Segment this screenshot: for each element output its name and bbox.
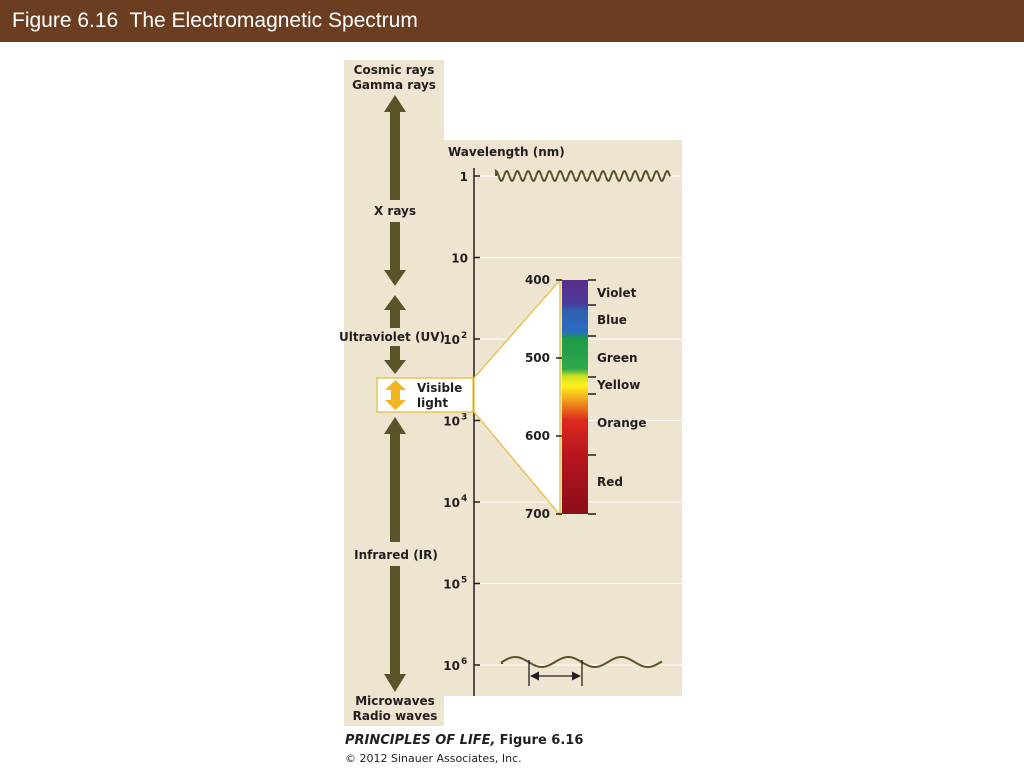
spectrum-nm-tick: 500 (525, 351, 562, 365)
short-wavelength-wave (495, 168, 671, 183)
spectrum-nm-tick: 600 (525, 429, 562, 443)
label-radio-waves: Radio waves (353, 709, 438, 723)
arrow-uv-down (384, 346, 406, 374)
wavelength-tick-label: 10 (443, 659, 460, 673)
book-title: PRINCIPLES OF LIFE, (345, 733, 496, 748)
copyright: © 2012 Sinauer Associates, Inc. (345, 752, 522, 765)
arrow-uv-up (384, 295, 406, 328)
wavelength-tick-exponent: 2 (461, 331, 467, 341)
wavelength-tick-exponent: 5 (461, 576, 467, 586)
wavelength-tick-label: 10 (443, 578, 460, 592)
wavelength-tick-label: 10 (443, 415, 460, 429)
wavelength-tick-label: 10 (443, 496, 460, 510)
spectrum-nm-label: 400 (525, 273, 550, 287)
title-bar: Figure 6.16 The Electromagnetic Spectrum (0, 0, 1024, 42)
spectrum-nm-label: 600 (525, 429, 550, 443)
wavelength-tick-label: 10 (443, 333, 460, 347)
wavelength-tick-exponent: 6 (461, 657, 467, 667)
label-ultraviolet: Ultraviolet (UV) (339, 330, 445, 344)
color-band-label: Orange (597, 416, 647, 430)
arrow-ir-down (384, 566, 406, 692)
arrow-gamma-xray (384, 95, 406, 200)
spectrum-nm-label: 500 (525, 351, 550, 365)
visible-zoom-wedge (473, 278, 561, 518)
arrow-ir-up (384, 417, 406, 542)
wavelength-axis-title: Wavelength (nm) (448, 145, 565, 159)
figure-number: Figure 6.16 (499, 733, 584, 748)
label-visible: Visible (417, 381, 462, 395)
color-band-label: Blue (597, 313, 627, 327)
label-gamma-rays: Gamma rays (352, 78, 436, 92)
color-band-label: Green (597, 351, 638, 365)
figure-credit: PRINCIPLES OF LIFE, Figure 6.16 (345, 733, 583, 748)
color-band-label: Violet (597, 286, 637, 300)
label-infrared: Infrared (IR) (354, 548, 438, 562)
spectrum-nm-tick: 700 (525, 507, 562, 521)
visible-spectrum-bar (562, 280, 588, 514)
wavelength-tick-exponent: 4 (461, 494, 467, 504)
label-cosmic-rays: Cosmic rays (354, 63, 435, 77)
wavelength-span-indicator (528, 660, 583, 686)
visible-light-arrow (385, 380, 406, 410)
spectrum-nm-label: 700 (525, 507, 550, 521)
color-band-label: Red (597, 475, 623, 489)
label-x-rays: X rays (374, 204, 416, 218)
wavelength-tick: 10 (451, 252, 682, 266)
wavelength-tick-label: 1 (460, 170, 468, 184)
label-microwaves: Microwaves (355, 694, 435, 708)
color-band-label: Yellow (596, 378, 640, 392)
wavelength-tick-exponent: 3 (461, 413, 467, 423)
arrow-xray-down (384, 222, 406, 286)
wavelength-tick-label: 10 (451, 252, 468, 266)
spectrum-nm-tick: 400 (525, 273, 562, 287)
page-title: Figure 6.16 The Electromagnetic Spectrum (12, 9, 418, 32)
label-light: light (417, 396, 448, 410)
